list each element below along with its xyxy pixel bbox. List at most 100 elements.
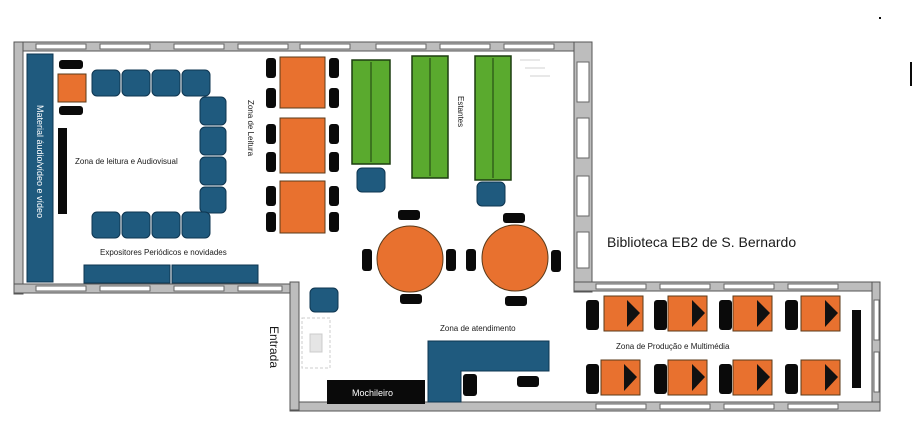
faint-marks [520, 59, 550, 77]
chair [362, 249, 372, 271]
window [173, 43, 225, 50]
chair [329, 58, 339, 78]
chair [266, 58, 276, 78]
entrance-door [309, 333, 323, 353]
sofa-seat [199, 96, 227, 126]
chair [329, 212, 339, 232]
walls [13, 41, 881, 412]
periodicals-display [83, 264, 171, 284]
chair [517, 376, 539, 387]
monitor-icon [692, 300, 705, 327]
chair [446, 249, 456, 271]
sofa-seat [199, 186, 227, 214]
window [873, 299, 880, 341]
window [237, 43, 289, 50]
sofa-seat [181, 211, 211, 239]
sofa-seat [121, 211, 151, 239]
window [576, 175, 590, 217]
production-workstations [586, 295, 841, 396]
chair [59, 60, 83, 69]
window [35, 43, 87, 50]
small-desk [57, 73, 87, 103]
sofa-seat [199, 126, 227, 156]
chair [785, 364, 798, 394]
projection-screen [852, 310, 861, 388]
chair [266, 186, 276, 206]
window [99, 43, 151, 50]
window [35, 285, 87, 292]
window [576, 61, 590, 103]
chair [551, 250, 561, 272]
window [299, 43, 351, 50]
window [503, 43, 555, 50]
window [576, 231, 590, 269]
sofa-seat [151, 69, 181, 97]
chair [59, 106, 83, 115]
monitor-icon [825, 300, 838, 327]
backpack-rack [327, 380, 425, 404]
chair [654, 300, 667, 330]
monitor-icon [825, 364, 838, 391]
chair [266, 88, 276, 108]
chair [266, 124, 276, 144]
round-tables [362, 210, 561, 306]
window [173, 285, 225, 292]
shelves-label: Estantes [456, 96, 465, 127]
reading-table [279, 180, 326, 234]
sofa-group [91, 69, 227, 239]
entrance-wall [289, 281, 300, 411]
chair [398, 210, 420, 220]
chair [266, 152, 276, 172]
av-material-label: Material áudio/vídeo e vídeo [35, 105, 45, 218]
service-desk [427, 340, 550, 403]
entrance-label: Entrada [267, 326, 281, 368]
sofa-seat [181, 69, 211, 97]
window [787, 283, 839, 290]
chair [654, 364, 667, 394]
window [237, 285, 283, 292]
chair [400, 294, 422, 304]
right-upper-wall [573, 41, 593, 293]
chair [329, 124, 339, 144]
reading-table [279, 56, 326, 109]
tv-screen [58, 128, 67, 214]
monitor-icon [692, 364, 705, 391]
round-table [481, 224, 549, 292]
window [787, 403, 839, 410]
monitor-icon [757, 364, 770, 391]
stray-mark [910, 62, 912, 86]
sofa-seat [199, 156, 227, 186]
chair [503, 213, 525, 223]
production-zone-label: Zona de Produção e Multimédia [616, 342, 730, 351]
reading-table [279, 117, 326, 174]
reading-av-zone-label: Zona de leitura e Audiovisual [75, 157, 178, 166]
entrance-door-outline [301, 317, 331, 369]
chair [719, 364, 732, 394]
entrance-stool [309, 287, 339, 313]
stool [476, 181, 506, 207]
window [873, 351, 880, 393]
chair [719, 300, 732, 330]
sofa-seat [91, 211, 121, 239]
round-table [376, 225, 444, 293]
av-material-cabinet [26, 53, 54, 283]
backpacks-label: Mochileiro [352, 388, 393, 398]
window [659, 283, 711, 290]
chair [505, 296, 527, 306]
chair [329, 152, 339, 172]
sofa-seat [121, 69, 151, 97]
stool [356, 167, 386, 193]
stray-mark [879, 17, 881, 19]
reading-tables [266, 56, 339, 234]
chair [329, 186, 339, 206]
window [595, 403, 647, 410]
chair [266, 212, 276, 232]
window [723, 403, 775, 410]
chair [466, 249, 476, 271]
reading-zone-label: Zona de Leitura [246, 100, 255, 157]
chair [329, 88, 339, 108]
bookshelves [351, 55, 512, 207]
monitor-icon [624, 364, 637, 391]
sofa-seat [91, 69, 121, 97]
